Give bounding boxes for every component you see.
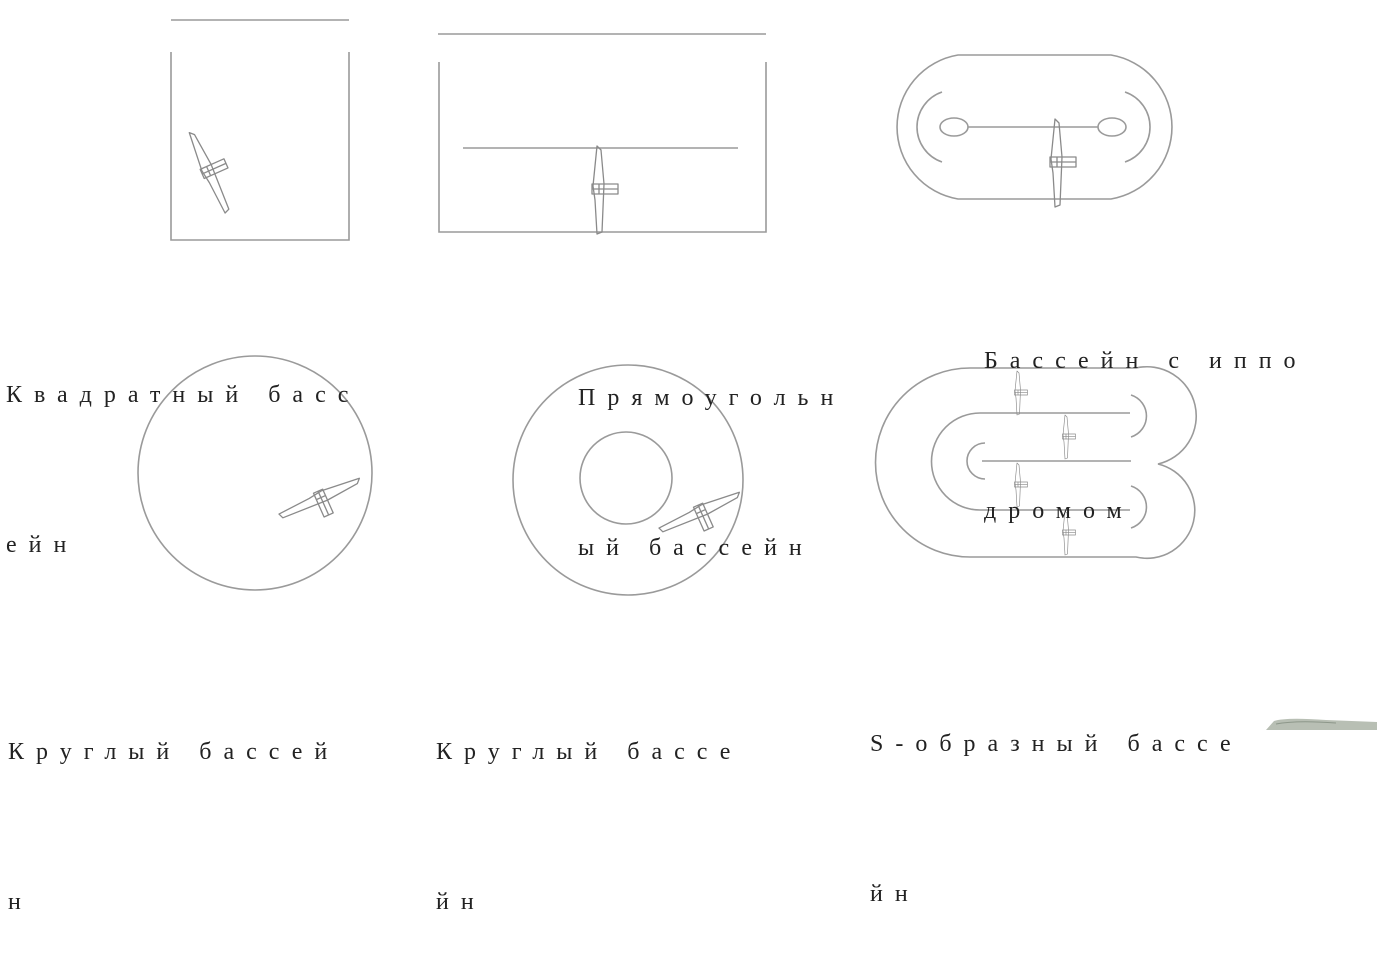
racetrack-pool bbox=[896, 54, 1173, 200]
square-pool bbox=[170, 19, 350, 241]
rectangular-pool-aerator bbox=[591, 145, 619, 235]
caption-rectangular-line-2: ый бассейн bbox=[578, 535, 814, 561]
caption-circular-1-line-1: Круглый бассей bbox=[8, 739, 340, 765]
caption-circular-pool-1: Круглый бассей н bbox=[8, 627, 428, 977]
pool-diagrams bbox=[137, 19, 1197, 596]
caption-circular-2-line-2: йн bbox=[436, 889, 486, 915]
caption-circular-1-line-2: н bbox=[8, 889, 33, 915]
circular-pool-1 bbox=[137, 355, 373, 591]
square-pool-aerator bbox=[183, 123, 246, 216]
caption-circular-2-line-1: Круглый бассе bbox=[436, 739, 743, 765]
caption-rectangular-pool: Прямоугольн ый бассейн bbox=[578, 273, 908, 623]
caption-square-line-2: ейн bbox=[6, 532, 79, 558]
caption-circular-pool-2: Круглый бассе йн bbox=[436, 627, 816, 977]
caption-racetrack-line-2: дромом bbox=[984, 498, 1134, 524]
corner-decoration bbox=[1266, 718, 1377, 730]
caption-racetrack-line-1: Бассейн с иппо bbox=[984, 348, 1308, 374]
circular-pool-2 bbox=[512, 364, 744, 596]
caption-s-line-1: S-образный бассе bbox=[870, 731, 1243, 757]
caption-square-line-1: Квадратный басс bbox=[6, 382, 361, 408]
rectangular-pool bbox=[438, 33, 767, 233]
caption-s-shaped-pool: S-образный бассе йн bbox=[870, 619, 1310, 969]
s-shaped-pool bbox=[874, 365, 1197, 560]
caption-racetrack-pool: Бассейн с иппо дромом bbox=[984, 236, 1377, 586]
racetrack-pool-aerator bbox=[1049, 118, 1077, 208]
caption-rectangular-line-1: Прямоугольн bbox=[578, 385, 846, 411]
caption-square-pool: Квадратный басс ейн bbox=[6, 270, 426, 620]
caption-s-line-2: йн bbox=[870, 881, 920, 907]
